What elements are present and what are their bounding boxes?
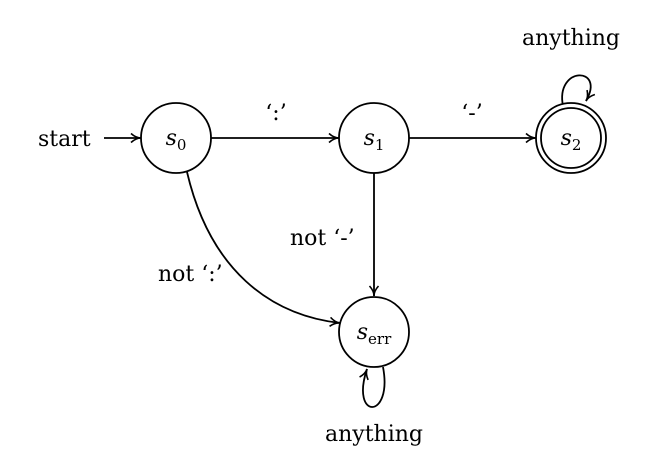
svg-text:s2: s2 (561, 126, 582, 154)
state-s0: s0 (140, 102, 212, 174)
edge-label-s0-s1: ‘:’ (265, 101, 286, 126)
svg-text:serr: serr (357, 320, 392, 348)
edge-label-serr-loop: anything (325, 422, 423, 447)
start-label: start (38, 127, 91, 152)
state-serr: serr (338, 296, 410, 368)
edge-s0-serr (186, 171, 341, 327)
loop-serr (359, 366, 386, 408)
edge-label-s2-loop: anything (522, 26, 620, 51)
loop-s2 (561, 74, 596, 107)
svg-text:s0: s0 (166, 126, 187, 154)
state-s1: s1 (338, 102, 410, 174)
svg-text:s1: s1 (364, 126, 385, 154)
edge-label-s0-serr: not ‘:’ (158, 262, 223, 287)
edge-label-s1-serr: not ‘-’ (290, 226, 355, 251)
edge-label-s1-s2: ‘-’ (461, 101, 482, 126)
state-s2-accepting: s2 (535, 102, 607, 174)
